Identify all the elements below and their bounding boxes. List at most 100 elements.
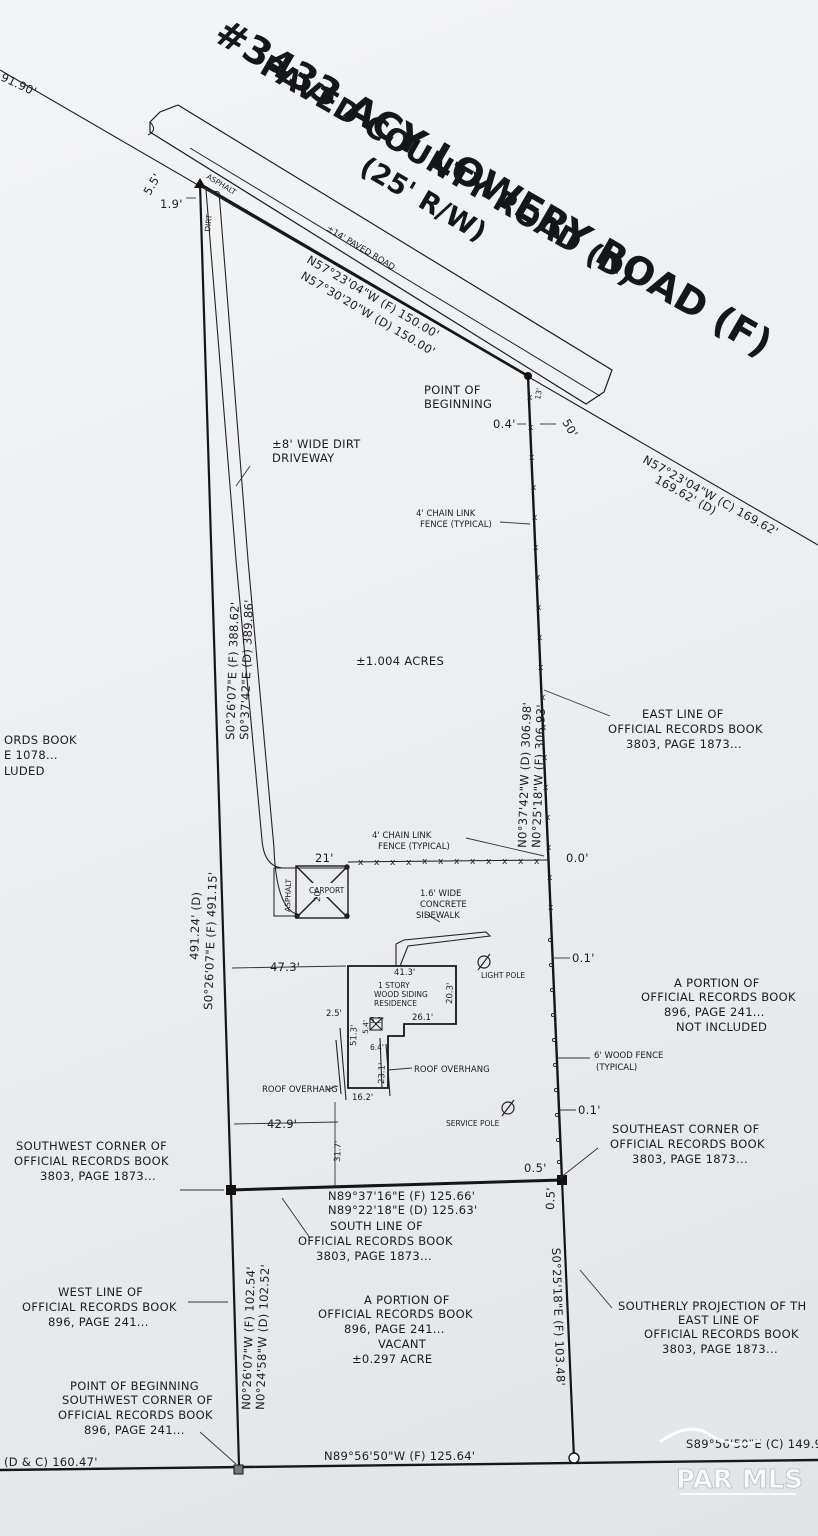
svg-text:x: x: [534, 857, 540, 867]
setback-south: 31.7': [333, 1141, 344, 1163]
pob-offset-a: 0.4': [493, 417, 516, 431]
wood-fence-marks: [547, 937, 562, 1165]
left-cut-text-2: E 1078...: [4, 748, 58, 762]
not-included-3: 896, PAGE 241...: [664, 1005, 765, 1019]
svg-text:x: x: [536, 603, 542, 613]
not-included-1: A PORTION OF: [674, 976, 760, 990]
top-left-distance: 91.90': [0, 70, 39, 99]
svg-text:x: x: [528, 423, 534, 433]
sw-corner-3: 3803, PAGE 1873...: [40, 1169, 156, 1183]
sw-corner-1: SOUTHWEST CORNER OF: [16, 1139, 167, 1153]
residence-line3: RESIDENCE: [374, 999, 417, 1008]
svg-text:x: x: [545, 813, 551, 823]
pob-sw-1: POINT OF BEGINNING: [70, 1379, 199, 1393]
west-full-bearing-d: 491.24' (D): [187, 891, 203, 960]
west-line-lower: [229, 1189, 241, 1467]
svg-text:x: x: [542, 753, 548, 763]
carport-depth: 20': [313, 889, 323, 902]
offset-left-1: 5.5': [140, 171, 163, 198]
ne-bearing-1: N57°23'04"W (C) 169.62': [641, 452, 781, 538]
east-bearing-f: N0°25'18"W (F) 306.93': [529, 704, 548, 848]
bottom-main-bearing: N89°56'50"W (F) 125.64': [324, 1449, 475, 1463]
par-mls-watermark: PAR MLS: [659, 1427, 803, 1495]
acreage-main: ±1.004 ACRES: [356, 654, 444, 668]
driveway-outline: [205, 189, 348, 915]
concrete-sidewalk: [395, 931, 492, 967]
left-cut-text-3: LUDED: [4, 764, 45, 778]
sidewalk-line2: CONCRETE: [420, 900, 467, 910]
south-bearing-f: N89°37'16"E (F) 125.66': [328, 1189, 475, 1203]
se-offset-b: 0.5': [543, 1187, 558, 1210]
pob-sw-2: SOUTHWEST CORNER OF: [62, 1393, 213, 1407]
vacant-4: VACANT: [378, 1337, 427, 1351]
vacant-1: A PORTION OF: [364, 1293, 450, 1307]
southerly-4: 3803, PAGE 1873...: [662, 1342, 778, 1356]
north-property-line: [199, 182, 529, 378]
svg-text:x: x: [518, 857, 524, 867]
vacant-5: ±0.297 ACRE: [352, 1352, 432, 1366]
nw-corner-monument: [194, 178, 206, 188]
south-bearing-d: N89°22'18"E (D) 125.63': [328, 1203, 477, 1217]
roof-overhang-right: ROOF OVERHANG: [414, 1065, 490, 1075]
bottom-left-distance: (D & C) 160.47': [4, 1455, 98, 1469]
pob-sw-3: OFFICIAL RECORDS BOOK: [58, 1408, 213, 1422]
vacant-3: 896, PAGE 241...: [344, 1322, 445, 1336]
fence-mid-line2: FENCE (TYPICAL): [378, 842, 450, 852]
wood-fence-line1: 6' WOOD FENCE: [594, 1051, 663, 1061]
svg-text:x: x: [543, 783, 549, 793]
svg-text:x: x: [470, 857, 476, 867]
pob-offset-b: 13': [533, 387, 544, 400]
svg-text:x: x: [374, 858, 380, 868]
residence-outline: [347, 965, 457, 1089]
south-line-2: OFFICIAL RECORDS BOOK: [298, 1234, 453, 1248]
residence-dim-left: 51.3': [349, 1025, 360, 1047]
west-896-3: 896, PAGE 241...: [48, 1315, 149, 1329]
east-line-lower: [560, 1179, 576, 1459]
sidewalk-line1: 1.6' WIDE: [420, 889, 461, 899]
driveway-line1: ±8' WIDE DIRT: [272, 437, 361, 451]
south-property-line: [230, 1178, 563, 1192]
residence-dim-step: 26.1': [412, 1013, 433, 1023]
southerly-3: OFFICIAL RECORDS BOOK: [644, 1327, 799, 1341]
vacant-2: OFFICIAL RECORDS BOOK: [318, 1307, 473, 1321]
svg-text:x: x: [531, 483, 537, 493]
offset-left-2: 1.9': [160, 197, 183, 211]
lower-west-bearing-d: N0°24'58"W (D) 102.52': [253, 1264, 272, 1410]
svg-text:x: x: [358, 858, 364, 868]
carport-asphalt: ASPHALT: [283, 878, 293, 912]
dimension-lines: [180, 197, 613, 1465]
svg-text:x: x: [486, 857, 492, 867]
svg-text:x: x: [390, 858, 396, 868]
southerly-2: EAST LINE OF: [678, 1313, 760, 1327]
residence-dim-c: 5.4': [361, 1020, 370, 1034]
residence-details: [335, 944, 397, 1101]
east-line-label-2: OFFICIAL RECORDS BOOK: [608, 722, 763, 736]
se-corner-2: OFFICIAL RECORDS BOOK: [610, 1137, 765, 1151]
se-offset-a: 0.5': [524, 1161, 547, 1175]
sw-corner-2: OFFICIAL RECORDS BOOK: [14, 1154, 169, 1168]
svg-text:x: x: [546, 843, 552, 853]
west-896-1: WEST LINE OF: [58, 1285, 143, 1299]
svg-text:x: x: [548, 903, 554, 913]
residence-dim-f: 16.2': [352, 1093, 373, 1103]
light-pole-symbol: [477, 953, 491, 971]
residence-width: 41.3': [394, 968, 415, 978]
residence-dim-d: 6.4': [370, 1043, 384, 1052]
svg-text:x: x: [541, 723, 547, 733]
residence-line2: WOOD SIDING: [374, 990, 428, 999]
west-upper-bearing-f: S0°26'07"E (F) 388.62': [223, 601, 242, 740]
southerly-1: SOUTHERLY PROJECTION OF TH: [618, 1299, 806, 1313]
carport-width: 21': [315, 851, 334, 865]
east-line-label-1: EAST LINE OF: [642, 707, 724, 721]
pob-offset-c: 50': [559, 417, 580, 440]
chain-link-fence: [347, 859, 549, 863]
svg-text:x: x: [502, 857, 508, 867]
residence-dim-b: 5.2': [370, 1016, 384, 1025]
residence-dim-e: 23.1': [377, 1063, 388, 1085]
sidewalk-line3: SIDEWALK: [416, 911, 460, 921]
watermark-brand: PAR MLS: [676, 1465, 803, 1495]
svg-text:x: x: [454, 857, 460, 867]
svg-text:x: x: [537, 633, 543, 643]
